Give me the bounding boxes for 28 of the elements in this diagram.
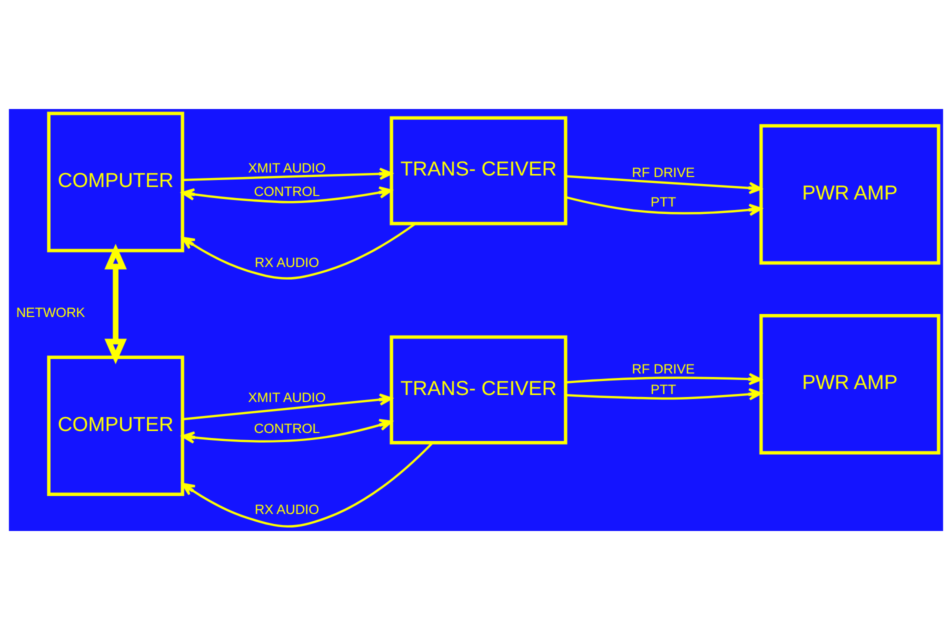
edge-label: RX AUDIO (254, 254, 320, 270)
node-box: TRANS- CEIVER (390, 335, 568, 444)
arrow (182, 418, 392, 444)
arrow (182, 393, 392, 420)
node-box: PWR AMP (759, 124, 940, 265)
arrow (182, 442, 434, 528)
arrow (182, 168, 392, 182)
arrow (182, 222, 416, 280)
edge-label: XMIT AUDIO (248, 390, 326, 405)
edge-label: RX AUDIO (254, 502, 320, 518)
arrow (566, 372, 762, 386)
edge-label: NETWORK (16, 305, 86, 320)
edge-label: PTT (650, 382, 676, 397)
edge-label: CONTROL (254, 184, 320, 200)
edge-label: PTT (650, 194, 676, 210)
arrow (566, 388, 762, 400)
edge-label: RF DRIVE (632, 165, 695, 180)
node-box: COMPUTER (47, 356, 184, 496)
node-box: COMPUTER (47, 112, 184, 252)
edge-label: CONTROL (254, 421, 320, 436)
arrow (181, 186, 392, 204)
edge-label: RF DRIVE (632, 362, 695, 377)
node-box: TRANS- CEIVER (390, 116, 568, 226)
node-box: PWR AMP (759, 314, 940, 454)
edge-label: XMIT AUDIO (248, 160, 326, 176)
arrow (104, 244, 127, 364)
arrow (566, 175, 762, 194)
arrow (565, 196, 762, 216)
